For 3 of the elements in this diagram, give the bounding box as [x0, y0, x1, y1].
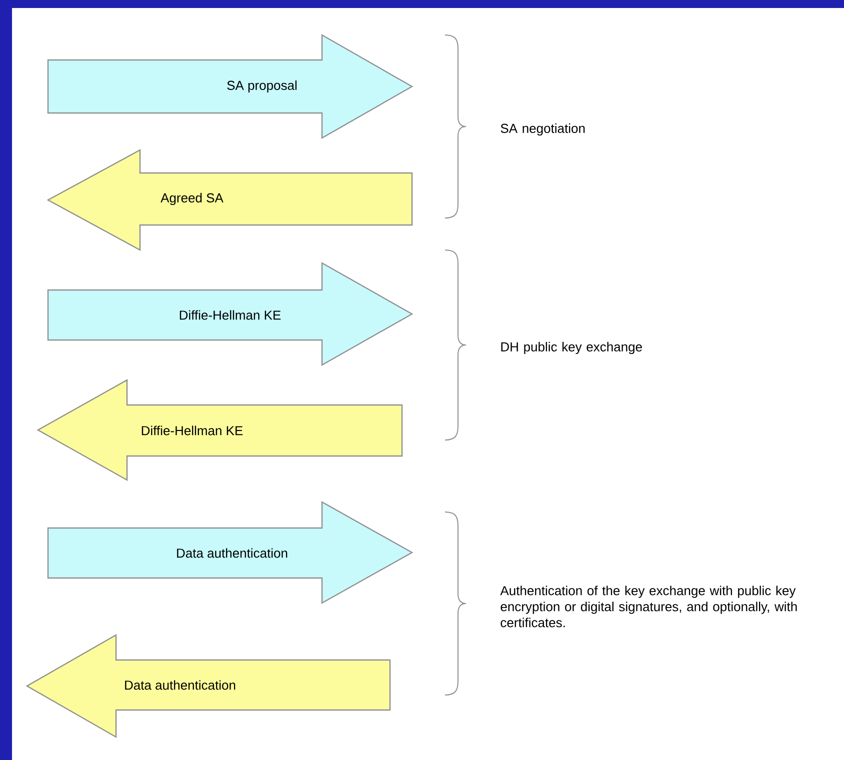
bracket-label: SA negotiation — [500, 123, 585, 136]
bracket-label: DH public key exchange — [501, 342, 642, 354]
bracket-label: Authentication of the key exchange with public key encryption or digital signatures, and optionally, with certificates. — [500, 586, 797, 628]
